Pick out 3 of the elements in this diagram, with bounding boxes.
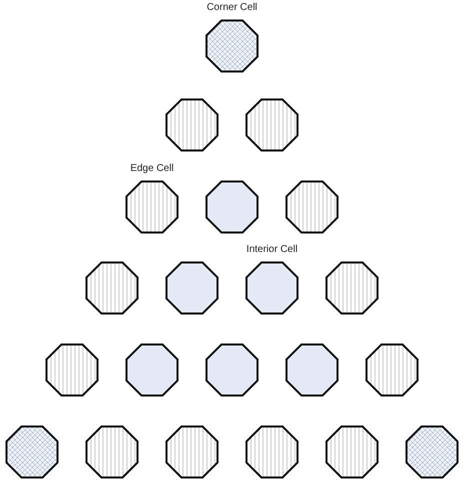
cell-label: Interior Cell: [246, 244, 298, 256]
cell-label: Corner Cell: [206, 2, 258, 14]
cell-label: Edge Cell: [130, 163, 174, 175]
